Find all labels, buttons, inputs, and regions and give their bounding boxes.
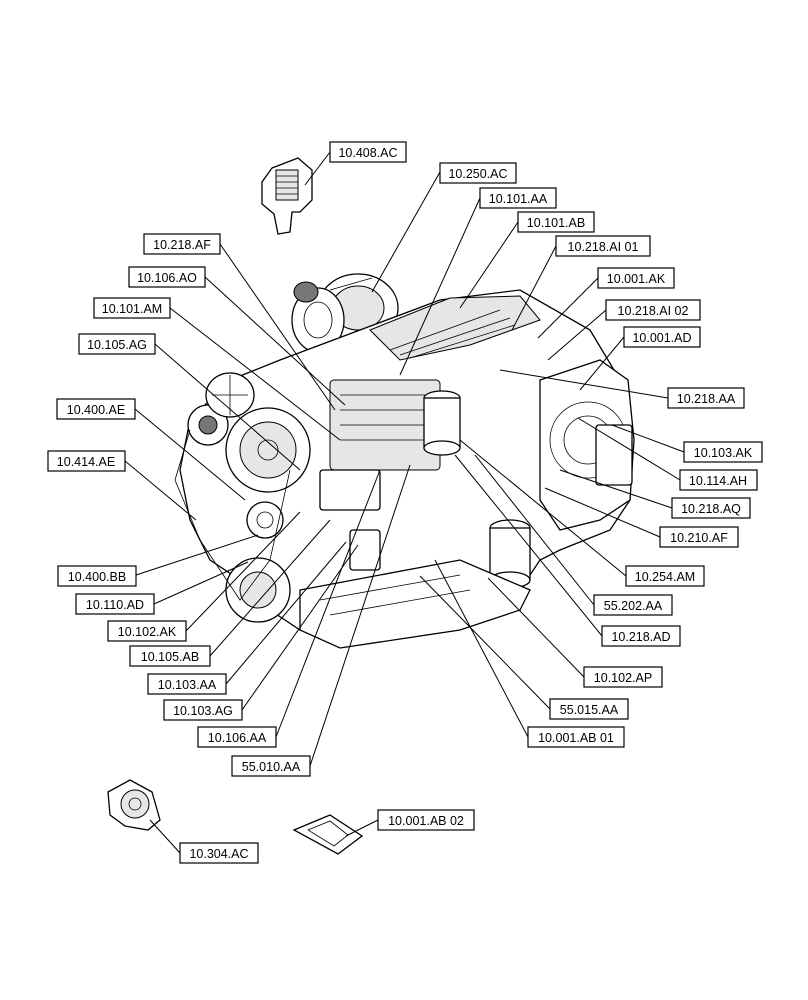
label-55-202-AA[interactable]: 55.202.AA [593,594,673,616]
label-text: 10.218.AI 01 [568,240,639,254]
turbocharger-part [291,273,399,353]
label-10-001-AK[interactable]: 10.001.AK [597,267,675,289]
label-10-105-AG[interactable]: 10.105.AG [78,333,156,355]
oil-filter-part [423,390,461,456]
fan-hub-part [187,404,229,446]
label-10-106-AA[interactable]: 10.106.AA [197,726,277,748]
label-10-218-AI-02[interactable]: 10.218.AI 02 [605,299,701,321]
label-10-102-AK[interactable]: 10.102.AK [107,620,187,642]
crankshaft-pulley-part [225,407,311,493]
label-text: 10.101.AB [527,216,585,230]
label-10-304-AC[interactable]: 10.304.AC [179,842,259,864]
label-10-210-AF[interactable]: 10.210.AF [659,526,739,548]
label-10-102-AP[interactable]: 10.102.AP [583,666,663,688]
label-text: 10.105.AB [141,650,199,664]
oil-pump-part [107,779,161,831]
label-10-414-AE[interactable]: 10.414.AE [47,450,126,472]
label-10-105-AB[interactable]: 10.105.AB [129,645,211,667]
label-10-103-AG[interactable]: 10.103.AG [163,699,243,721]
label-10-001-AB-02[interactable]: 10.001.AB 02 [377,809,475,831]
label-55-010-AA[interactable]: 55.010.AA [231,755,311,777]
label-text: 10.102.AP [594,671,652,685]
label-10-218-AF[interactable]: 10.218.AF [143,233,221,255]
label-text: 55.015.AA [560,703,619,717]
leader-lines [124,151,685,854]
label-text: 10.101.AA [489,192,548,206]
alternator-part [205,372,255,418]
label-10-001-AD[interactable]: 10.001.AD [623,326,701,348]
label-text: 10.218.AF [153,238,211,252]
label-55-015-AA[interactable]: 55.015.AA [549,698,629,720]
label-10-218-AD[interactable]: 10.218.AD [601,625,681,647]
label-text: 10.103.AK [694,446,753,460]
label-text: 10.105.AG [87,338,147,352]
label-10-101-AA[interactable]: 10.101.AA [479,187,557,209]
label-text: 10.250.AC [448,167,507,181]
label-10-101-AB[interactable]: 10.101.AB [517,211,595,233]
label-text: 10.110.AD [86,598,144,612]
label-text: 10.400.AE [67,403,125,417]
label-text: 10.001.AB 02 [388,814,464,828]
label-text: 10.210.AF [670,531,728,545]
gasket-part [292,814,364,855]
oil-sump-part [299,559,531,649]
label-10-254-AM[interactable]: 10.254.AM [625,565,705,587]
drive-belt-part [174,429,291,601]
label-text: 55.010.AA [242,760,301,774]
label-text: 10.408.AC [338,146,397,160]
label-text: 10.106.AO [137,271,197,285]
electronic-module-part [261,157,313,235]
label-10-110-AD[interactable]: 10.110.AD [75,593,155,615]
label-text: 10.218.AQ [681,502,741,516]
label-text: 10.001.AD [632,331,691,345]
label-10-218-AA[interactable]: 10.218.AA [667,387,745,409]
label-text: 10.101.AM [102,302,162,316]
label-10-101-AM[interactable]: 10.101.AM [93,297,171,319]
label-10-250-AC[interactable]: 10.250.AC [439,162,517,184]
label-10-106-AO[interactable]: 10.106.AO [128,266,206,288]
label-text: 10.400.BB [68,570,126,584]
label-text: 10.103.AG [173,704,233,718]
label-text: 10.218.AI 02 [618,304,689,318]
label-text: 55.202.AA [604,599,663,613]
fuel-rail-part [319,379,441,571]
label-text: 10.001.AK [607,272,666,286]
label-10-114-AH[interactable]: 10.114.AH [679,469,758,491]
label-text: 10.114.AH [689,474,747,488]
label-text: 10.102.AK [118,625,177,639]
label-text: 10.103.AA [158,678,217,692]
label-10-218-AQ[interactable]: 10.218.AQ [671,497,751,519]
belt-tensioner-part [246,501,284,539]
label-10-400-AE[interactable]: 10.400.AE [56,398,136,420]
label-10-400-BB[interactable]: 10.400.BB [57,565,137,587]
label-text: 10.304.AC [189,847,248,861]
label-10-218-AI-01[interactable]: 10.218.AI 01 [555,235,651,257]
label-10-408-AC[interactable]: 10.408.AC [329,141,407,163]
label-text: 10.254.AM [635,570,695,584]
label-text: 10.414.AE [57,455,115,469]
label-10-001-AB-01[interactable]: 10.001.AB 01 [527,726,625,748]
label-text: 10.106.AA [208,731,267,745]
label-text: 10.218.AA [677,392,736,406]
label-text: 10.218.AD [611,630,670,644]
label-text: 10.001.AB 01 [538,731,614,745]
label-10-103-AK[interactable]: 10.103.AK [683,441,763,463]
label-10-103-AA[interactable]: 10.103.AA [147,673,227,695]
damper-pulley-part [225,557,291,623]
